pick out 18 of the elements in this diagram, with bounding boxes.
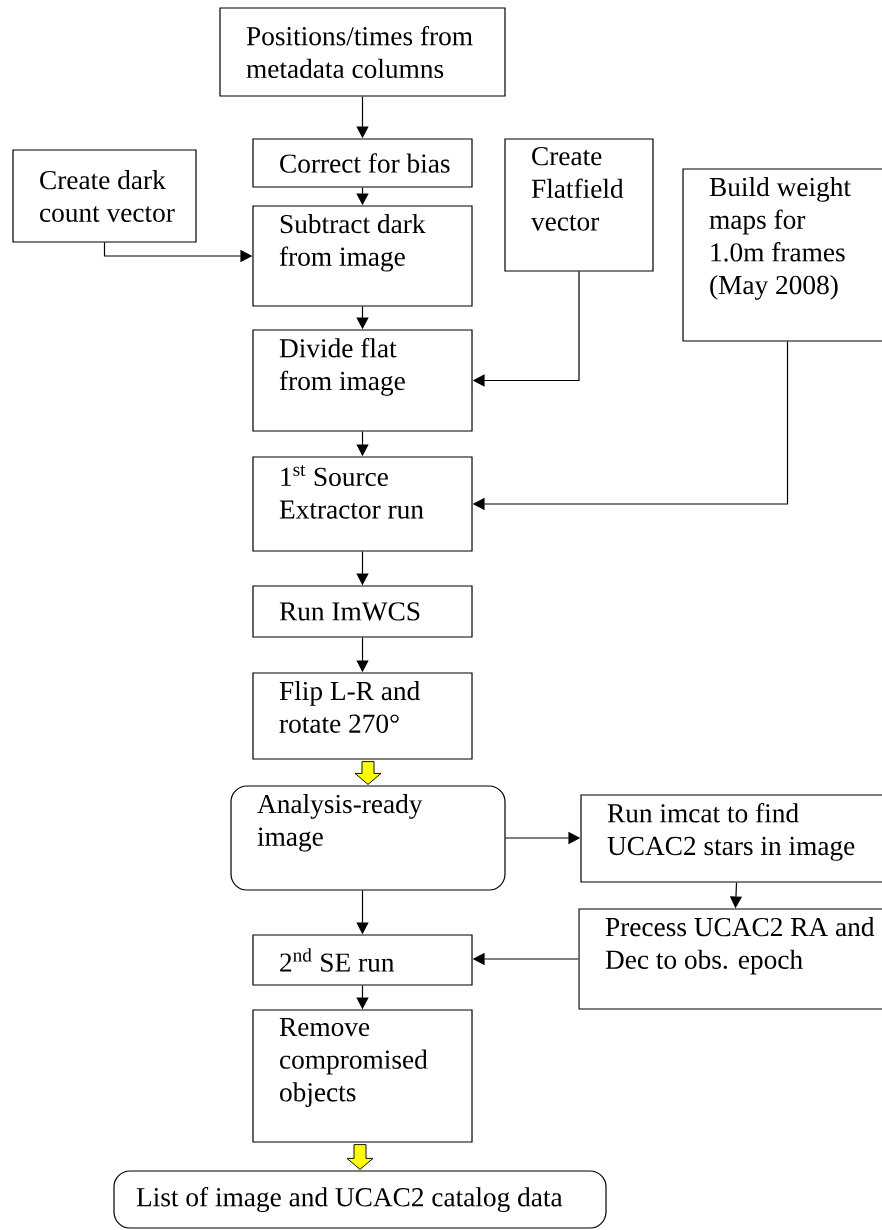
process-box: Create Flatfield vector [504,138,654,272]
process-box: Build weight maps for 1.0m frames (May 2008) [682,168,882,342]
block-arrow [354,761,382,785]
process-box: Positions/times from metadata columns [219,7,506,97]
terminal-box: List of image and UCAC2 catalog data [113,1170,607,1229]
process-box: Precess UCAC2 RA and Dec to obs. epoch [578,908,882,1010]
process-box: Flip L-R and rotate 270° [252,672,473,760]
process-box: Subtract dark from image [252,205,473,307]
terminal-box: Analysis-ready image [230,785,506,891]
process-box: Create dark count vector [12,149,197,243]
process-box: Correct for bias [252,138,473,188]
process-box: Run imcat to find UCAC2 stars in image [580,794,882,883]
process-box: Divide flat from image [252,329,473,432]
process-box: Remove compromised objects [252,1009,473,1143]
process-box: 2$^{nd}$ SE run [252,934,473,986]
process-box: Run ImWCS [252,585,473,638]
block-arrow [346,1144,374,1170]
process-box: 1$^{st}$ Source Extractor run [252,456,473,552]
